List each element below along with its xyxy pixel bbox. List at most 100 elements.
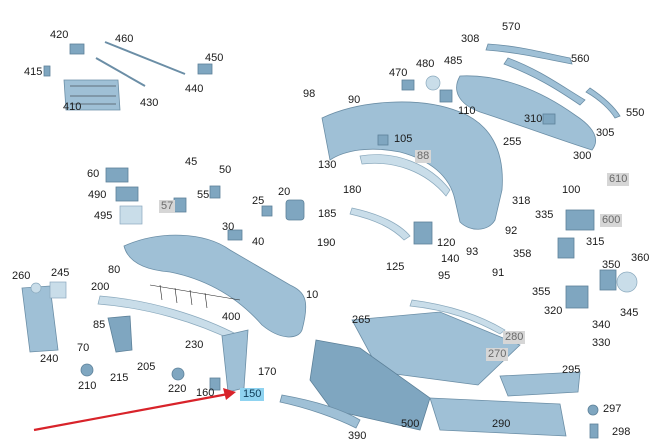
part-500[interactable] [309,339,431,431]
label-560[interactable]: 560 [571,53,590,65]
label-245[interactable]: 245 [51,267,70,279]
part-290[interactable] [429,397,567,437]
label-610[interactable]: 610 [607,173,630,186]
part-570[interactable] [485,43,573,65]
label-298[interactable]: 298 [612,426,631,438]
label-320[interactable]: 320 [544,305,563,317]
label-550[interactable]: 550 [626,107,645,119]
label-300[interactable]: 300 [573,150,592,162]
label-91[interactable]: 91 [492,267,505,279]
part-110[interactable] [439,89,453,103]
label-120[interactable]: 120 [437,237,456,249]
label-265[interactable]: 265 [352,314,371,326]
part-220[interactable] [171,367,185,381]
label-305[interactable]: 305 [596,127,615,139]
part-310[interactable] [542,113,556,125]
label-20[interactable]: 20 [278,186,291,198]
label-215[interactable]: 215 [110,372,129,384]
label-110[interactable]: 110 [458,105,476,117]
label-70[interactable]: 70 [77,342,90,354]
part-10[interactable] [123,234,307,338]
label-105[interactable]: 105 [394,133,413,145]
label-40[interactable]: 40 [252,236,265,248]
label-190[interactable]: 190 [317,237,336,249]
label-315[interactable]: 315 [586,236,605,248]
label-210[interactable]: 210 [78,380,97,392]
label-30[interactable]: 30 [222,221,235,233]
label-600[interactable]: 600 [600,214,623,227]
part-470[interactable] [401,79,415,91]
label-290[interactable]: 290 [492,418,511,430]
label-60[interactable]: 60 [87,168,100,180]
label-10[interactable]: 10 [306,289,319,301]
label-470[interactable]: 470 [389,67,408,79]
label-88[interactable]: 88 [415,150,432,163]
part-358[interactable] [557,237,575,259]
label-260[interactable]: 260 [12,270,31,282]
label-230[interactable]: 230 [185,339,204,351]
part-210[interactable] [80,363,94,377]
label-410[interactable]: 410 [63,101,82,113]
label-340[interactable]: 340 [592,319,611,331]
part-415[interactable] [43,65,51,77]
label-92[interactable]: 92 [505,225,518,237]
label-205[interactable]: 205 [137,361,156,373]
label-335[interactable]: 335 [535,209,554,221]
label-55[interactable]: 55 [197,189,210,201]
part-90[interactable] [321,101,503,230]
label-220[interactable]: 220 [168,383,187,395]
part-180[interactable] [359,154,451,197]
part-150[interactable] [221,329,249,393]
part-30[interactable] [227,229,243,241]
label-420[interactable]: 420 [50,29,69,41]
part-55[interactable] [209,185,221,199]
part-430[interactable] [95,57,146,87]
label-240[interactable]: 240 [40,353,59,365]
part-280[interactable] [409,299,506,335]
label-125[interactable]: 125 [386,261,405,273]
label-85[interactable]: 85 [93,319,106,331]
part-420[interactable] [69,43,85,55]
label-485[interactable]: 485 [444,55,463,67]
part-490[interactable] [115,186,139,202]
part-550[interactable] [585,87,621,119]
part-120[interactable] [413,221,433,245]
label-330[interactable]: 330 [592,337,611,349]
label-358[interactable]: 358 [513,248,532,260]
label-310[interactable]: 310 [524,113,543,125]
label-255[interactable]: 255 [503,136,522,148]
part-360[interactable] [616,271,638,293]
label-308[interactable]: 308 [461,33,480,45]
label-57[interactable]: 57 [159,200,176,213]
label-98[interactable]: 98 [303,88,316,100]
label-160[interactable]: 160 [196,387,215,399]
label-80[interactable]: 80 [108,264,121,276]
part-480[interactable] [425,75,441,91]
label-90[interactable]: 90 [348,94,361,106]
label-495[interactable]: 495 [94,210,113,222]
part-298[interactable] [589,423,599,439]
part-390[interactable] [279,394,361,429]
part-400[interactable] [149,284,241,309]
part-320[interactable] [565,285,589,309]
label-270[interactable]: 270 [486,348,509,361]
part-300[interactable] [456,75,596,151]
label-318[interactable]: 318 [512,195,531,207]
part-495[interactable] [119,205,143,225]
label-360[interactable]: 360 [631,252,650,264]
label-185[interactable]: 185 [318,208,337,220]
part-57[interactable] [173,197,187,213]
label-460[interactable]: 460 [115,33,134,45]
label-345[interactable]: 345 [620,307,639,319]
label-390[interactable]: 390 [348,430,367,442]
label-150-highlighted[interactable]: 150 [240,388,265,401]
label-500[interactable]: 500 [401,418,420,430]
part-350[interactable] [599,269,617,291]
part-315[interactable] [565,209,595,231]
label-45[interactable]: 45 [185,156,198,168]
label-25[interactable]: 25 [252,195,265,207]
part-295[interactable] [499,371,581,397]
part-245[interactable] [49,281,67,299]
label-140[interactable]: 140 [441,253,460,265]
label-490[interactable]: 490 [88,189,107,201]
